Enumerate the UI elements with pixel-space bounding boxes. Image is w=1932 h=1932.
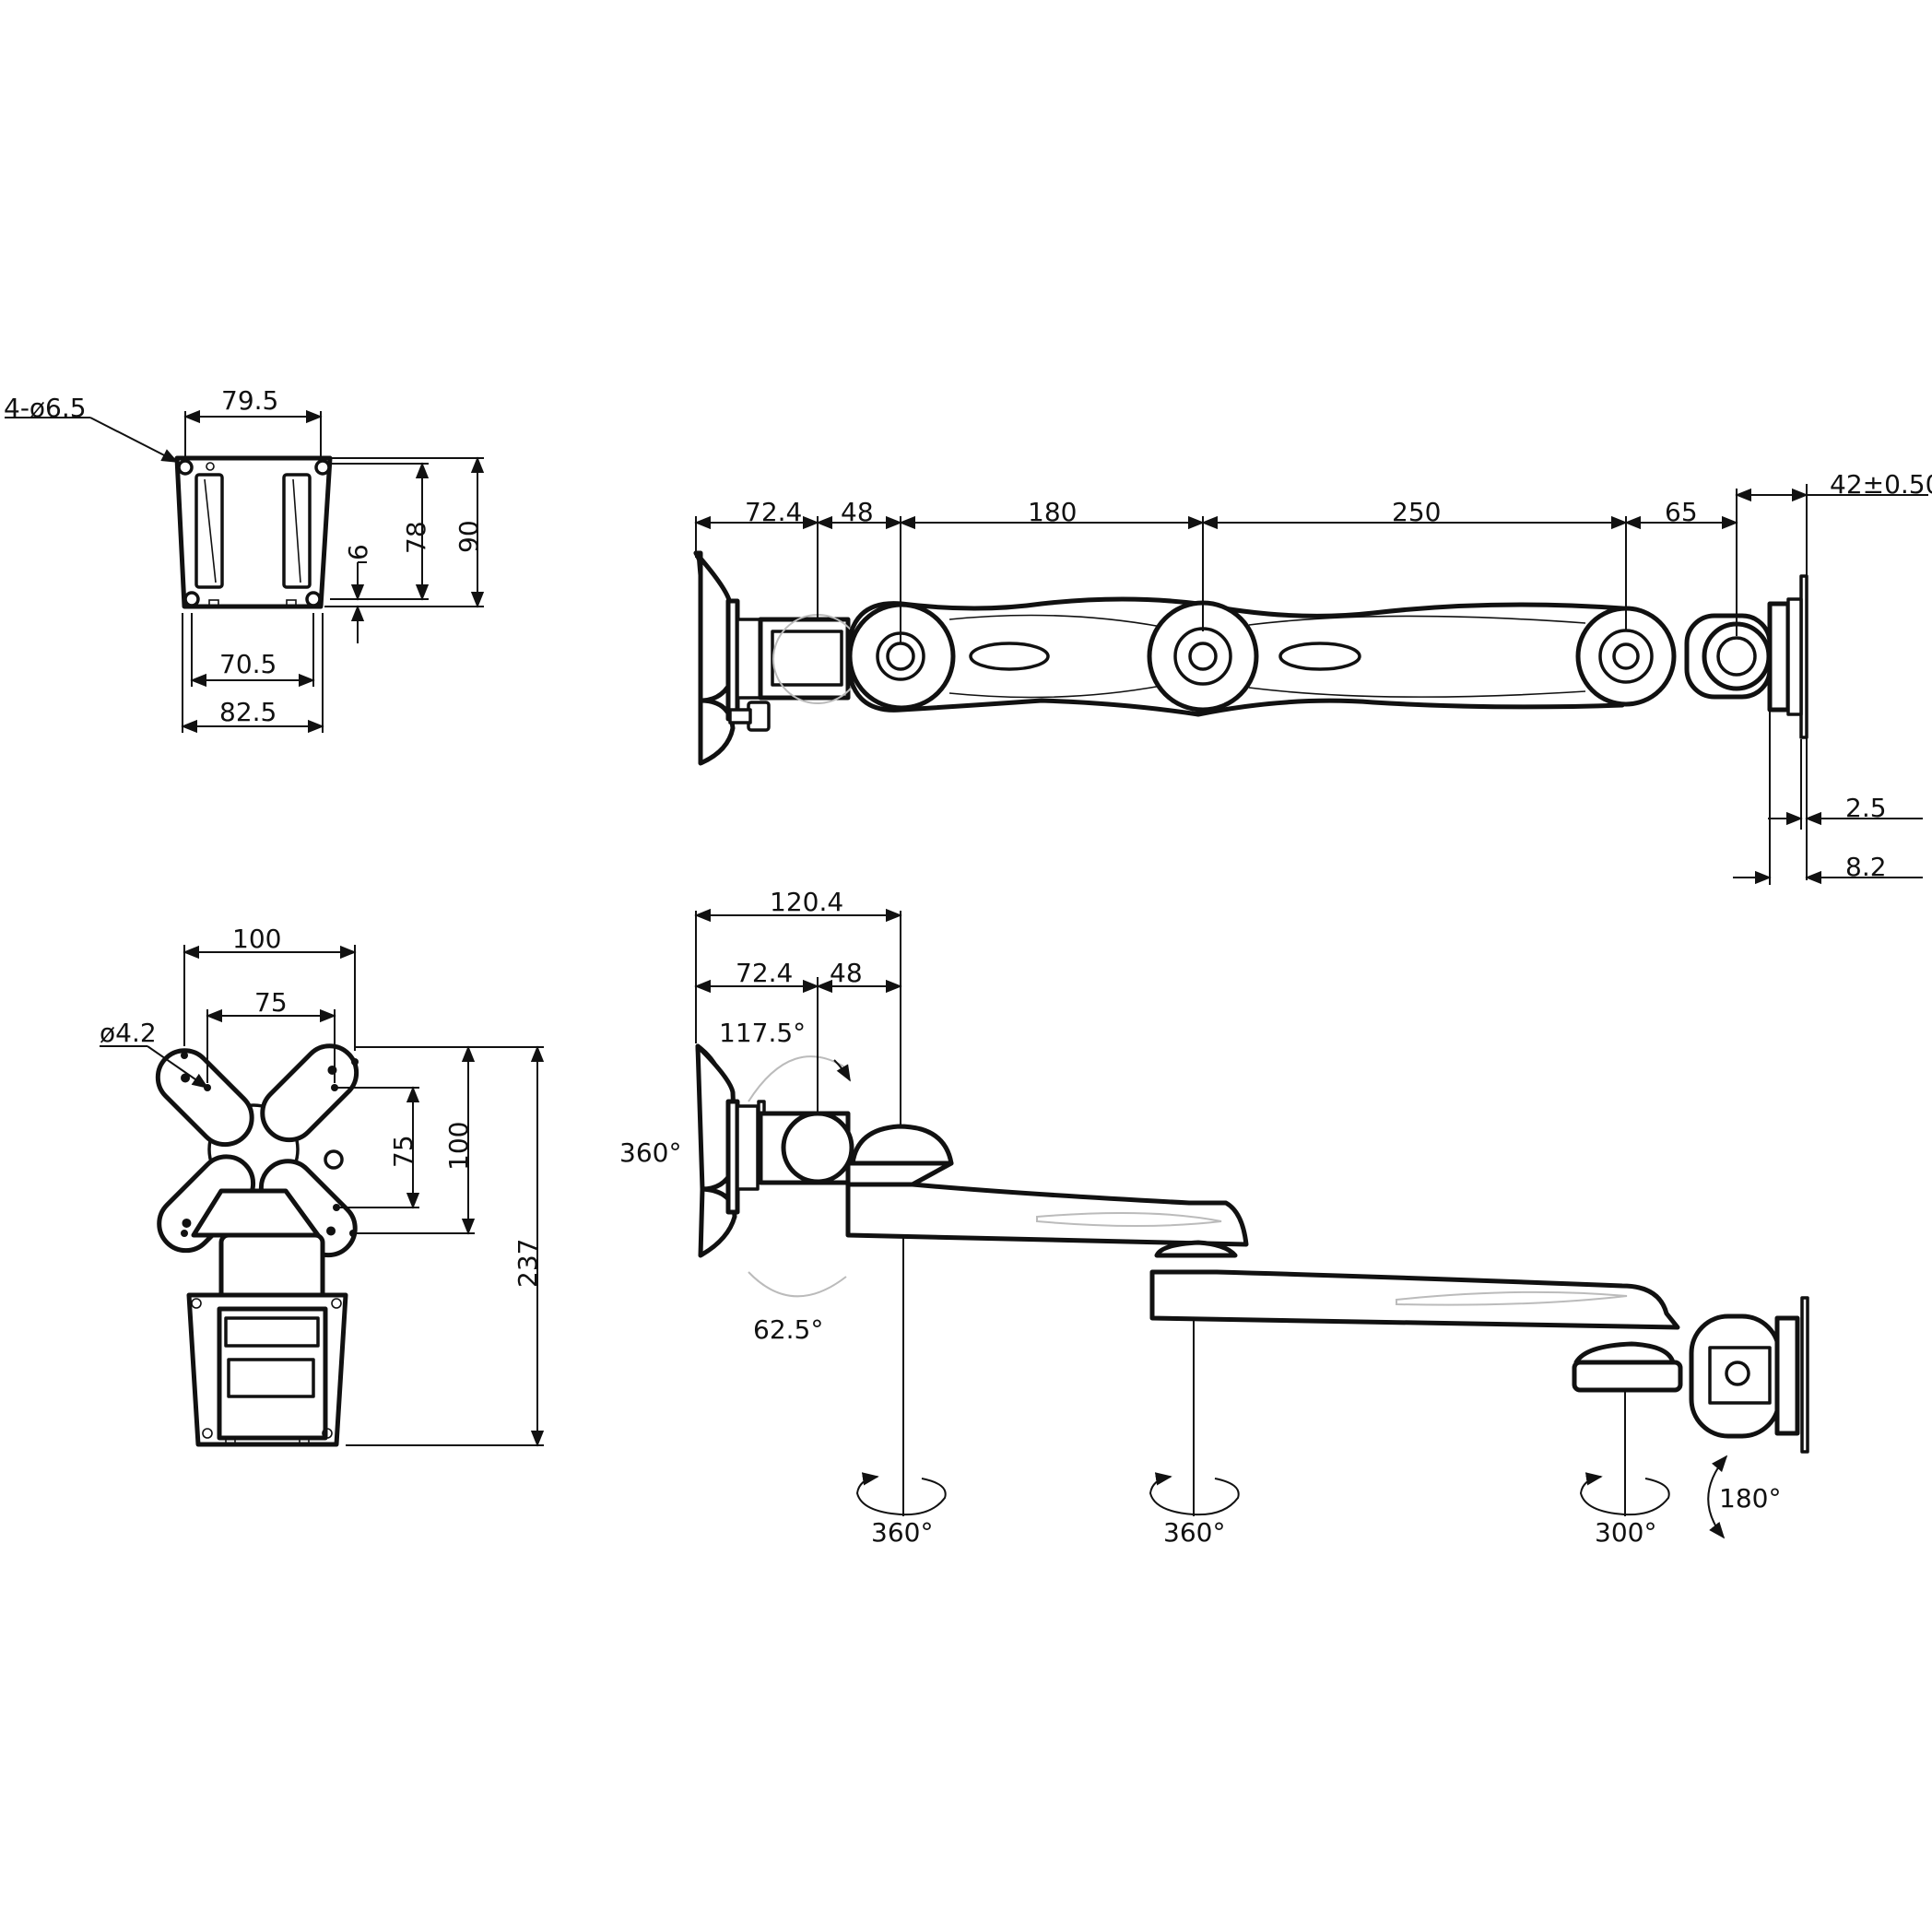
- dim-8-2: 8.2: [1845, 852, 1887, 882]
- dim-hole: ø4.2: [100, 1018, 157, 1048]
- rotate-arc-2: [1149, 1472, 1240, 1516]
- side-joint-2-cap: [1154, 1240, 1238, 1258]
- dim-237: 237: [512, 1239, 543, 1288]
- angle-pivot-2: 360°: [1163, 1517, 1225, 1548]
- arm-top-dimensions: [694, 484, 1928, 885]
- plate-hole-bl: [183, 591, 200, 607]
- rotate-arc-3: [1579, 1472, 1670, 1516]
- plate-hole-tr: [314, 459, 331, 476]
- angle-pivot-1: 360°: [871, 1517, 933, 1548]
- head-pad-lower: [698, 698, 736, 766]
- dim-70-5: 70.5: [219, 649, 277, 679]
- dim-6: 6: [343, 544, 373, 560]
- side-arm-2: [1149, 1269, 1680, 1330]
- wall-base-block: [1767, 601, 1791, 713]
- arm-top-view: 72.4 48 180 250 65 42±0.50 2.5 8.2: [693, 469, 1932, 885]
- dim-100-v: 100: [443, 1122, 474, 1171]
- arm-side-view: 120.4 72.4 48 117.5° 62.5° 360° 360° 360…: [619, 887, 1809, 1548]
- angle-tilt-up: 117.5°: [719, 1018, 806, 1048]
- dim-180: 180: [1028, 497, 1077, 527]
- head-bracket: [736, 618, 762, 700]
- dim-79-5: 79.5: [221, 385, 278, 416]
- plate-slot-left: [194, 473, 224, 589]
- vesa-plate-view: 4-ø6.5 79.5 70.5 82.5 6 78 90: [4, 385, 485, 734]
- side-wall-bracket: [1774, 1315, 1800, 1436]
- angle-wall-tilt: 180°: [1719, 1483, 1781, 1514]
- plate-hole-br: [305, 591, 322, 607]
- dim-75-h: 75: [254, 987, 288, 1018]
- side-wall-bolt: [1725, 1361, 1750, 1386]
- plate-dimensions: [5, 409, 485, 734]
- arm-side-dimensions: [694, 908, 902, 1126]
- dim-42: 42±0.50: [1830, 469, 1932, 500]
- dim-48-top: 48: [841, 497, 874, 527]
- angle-tilt-down: 62.5°: [753, 1314, 823, 1345]
- side-arm-1: [845, 1182, 1249, 1247]
- dim-82-5: 82.5: [219, 697, 277, 727]
- rotate-arc-1: [855, 1472, 947, 1516]
- dim-100-h: 100: [232, 924, 281, 954]
- side-head-pivot: [781, 1111, 854, 1184]
- cross-arm-tr: [260, 1043, 359, 1143]
- side-joint-1-cap: [850, 1124, 954, 1166]
- side-wall-plate: [1800, 1296, 1809, 1454]
- arm-slot-1: [969, 642, 1050, 671]
- dim-72-4-side: 72.4: [736, 958, 793, 988]
- dim-75-v: 75: [388, 1135, 418, 1168]
- cross-knob: [324, 1149, 344, 1170]
- dim-48-side: 48: [830, 958, 863, 988]
- plate-hole-tl: [177, 459, 194, 476]
- dim-72-4-top: 72.4: [745, 497, 802, 527]
- vesa-cross-view: 100 75 ø4.2 75 100 237: [100, 924, 545, 1447]
- angle-rotate: 360°: [619, 1137, 681, 1168]
- cross-dimensions: [100, 945, 545, 1447]
- plate-tab-left: [208, 599, 219, 607]
- dim-250: 250: [1392, 497, 1441, 527]
- tilt-arc-lower: [748, 1271, 847, 1298]
- tilt-arc-upper: [748, 1055, 849, 1102]
- dim-120-4: 120.4: [770, 887, 843, 917]
- arm-segment-2: [1196, 601, 1625, 717]
- plate-hole-top: [206, 462, 215, 471]
- side-joint-3-cap: [1573, 1341, 1676, 1365]
- dim-78: 78: [401, 521, 431, 554]
- dim-90: 90: [454, 520, 484, 553]
- arm-slot-2: [1278, 642, 1361, 671]
- dim-holes: 4-ø6.5: [4, 393, 87, 423]
- plate-tab-right: [286, 599, 297, 607]
- dim-65: 65: [1665, 497, 1698, 527]
- dim-2-5: 2.5: [1845, 793, 1887, 823]
- wall-tilt-arc: [1707, 1455, 1728, 1539]
- side-joint-1-hub: [845, 1160, 954, 1187]
- angle-pivot-3: 300°: [1595, 1517, 1656, 1548]
